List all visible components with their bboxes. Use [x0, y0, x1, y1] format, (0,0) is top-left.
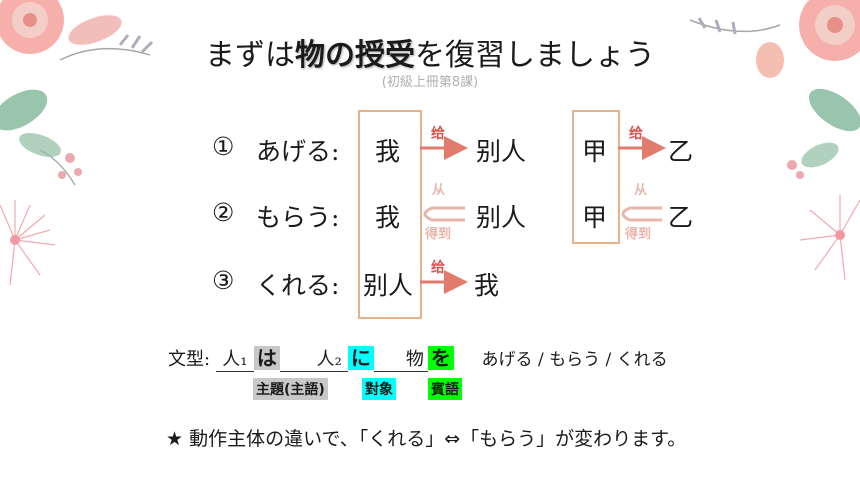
right-row1-from: 甲	[582, 137, 608, 166]
right-receive-label-bottom: 得到	[624, 226, 651, 242]
arrows-layer: 给 从 得到 给 给 从 得到	[420, 125, 666, 294]
thing-slot: 物	[373, 345, 428, 372]
row2-target: 别人	[476, 203, 527, 232]
right-row2-to: 乙	[668, 203, 694, 232]
give-label-row1: 给	[431, 125, 445, 142]
particle-ni: に	[347, 346, 374, 370]
row1-subject: 我	[375, 137, 401, 166]
page-title: まずは物の授受を復習しましょう	[0, 30, 860, 74]
receive-arrow-row2	[423, 206, 465, 222]
subtitle: (初級上冊第8課)	[381, 75, 479, 90]
tag-topic: 主題(主語)	[253, 378, 328, 400]
person2-slot: 人₂	[279, 345, 348, 372]
row1-num: ①	[212, 132, 235, 161]
receive-label-bottom-row2: 得到	[424, 226, 451, 242]
floral-decoration-left	[0, 0, 154, 286]
person1-slot: 人₁	[215, 345, 254, 372]
right-receive-arrow	[621, 206, 662, 222]
row1-verb: あげる:	[256, 137, 340, 166]
row1-target: 别人	[476, 137, 527, 166]
right-give-label: 给	[629, 125, 643, 142]
particle-wo: を	[427, 346, 454, 370]
row3-target: 我	[474, 271, 500, 300]
right-row1-to: 乙	[668, 137, 694, 166]
floral-decoration-right	[689, 0, 860, 281]
title-post: を復習しましょう	[415, 38, 655, 73]
receive-label-top-row2: 从	[432, 183, 445, 198]
row3-verb: くれる:	[256, 271, 340, 300]
tag-target: 對象	[362, 378, 396, 400]
right-row2-from: 甲	[582, 203, 608, 232]
give-label-row3: 给	[431, 259, 445, 276]
particle-wa: は	[253, 346, 280, 370]
note-text: ★ 動作主体の違いで、「くれる」⇔「もらう」が変わります。	[166, 428, 687, 450]
title-bold: 物の授受	[295, 38, 415, 73]
row3-subject: 别人	[363, 271, 414, 300]
right-column-box	[572, 110, 620, 244]
right-receive-label-top: 从	[634, 183, 647, 198]
row2-verb: もらう:	[256, 203, 340, 232]
row2-num: ②	[212, 198, 235, 227]
row3-num: ③	[212, 266, 235, 295]
giving-receiving-diagram: ① あげる: 我 别人 ② もらう: 我 别人 ③ くれる: 别人 我 甲 乙 …	[170, 108, 694, 319]
row2-subject: 我	[375, 203, 401, 232]
subject-column-box	[358, 110, 422, 319]
pattern-label: 文型:	[168, 349, 211, 370]
title-pre: まずは	[205, 38, 295, 73]
pattern-verbs: あげる / もらう / くれる	[481, 350, 668, 370]
tag-object: 賓語	[428, 378, 462, 400]
